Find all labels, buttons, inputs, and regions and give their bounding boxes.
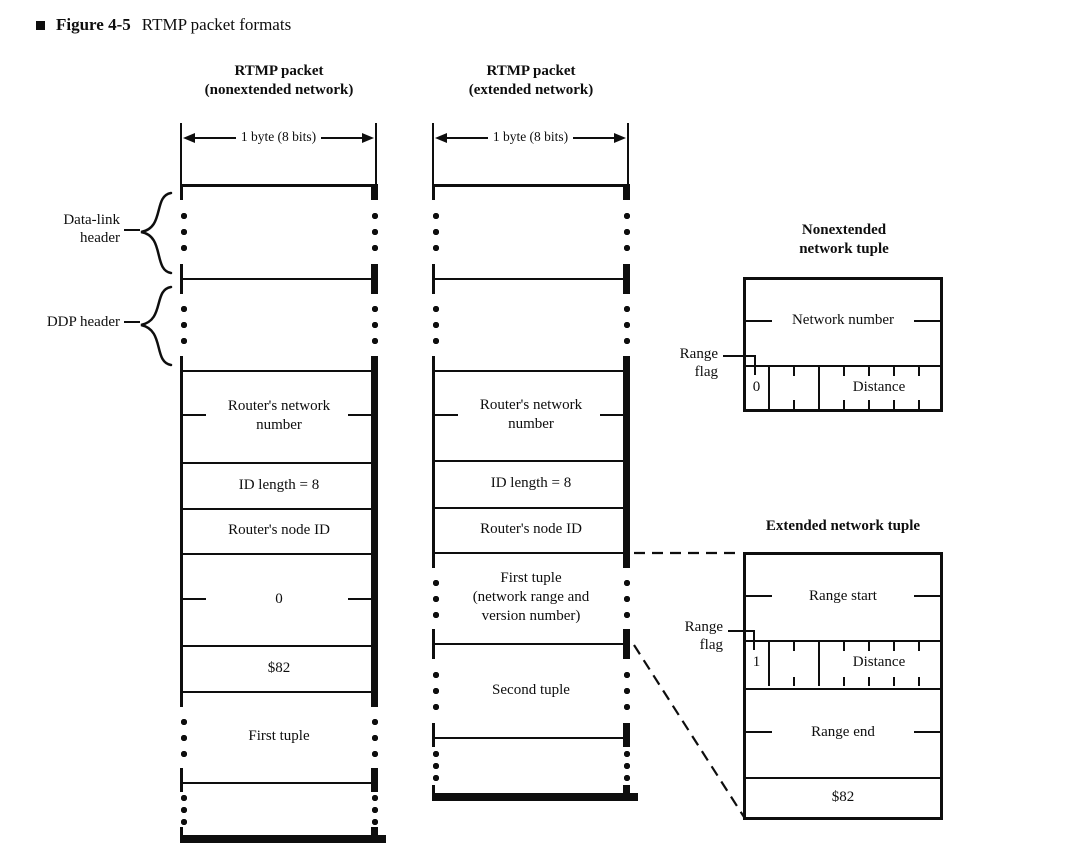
packet-bottom-shadow <box>180 835 386 843</box>
datalink-header-section <box>432 186 631 278</box>
packet-right-shadow <box>623 370 630 554</box>
byte-width-label: 1 byte (8 bits) <box>492 129 569 144</box>
dashed-callout-bottom <box>633 644 745 818</box>
ellipsis-dots <box>622 574 631 623</box>
first-tuple-section <box>432 554 631 643</box>
tuple-range-start: Range start <box>809 588 877 604</box>
row-zero: 0 <box>275 591 283 607</box>
arrowhead-left-icon <box>435 133 447 143</box>
row-network-number: Router's network number <box>479 397 583 432</box>
row-node-id: Router's node ID <box>480 521 582 537</box>
packet-top-edge <box>180 184 378 187</box>
row-first-tuple: First tuple <box>248 728 310 744</box>
first-tuple-section <box>180 693 379 782</box>
tuple-distance: Distance <box>852 379 906 395</box>
ellipsis-dots <box>622 301 631 349</box>
tuple-range-end: Range end <box>811 724 875 740</box>
nonextended-tuple-title: Nonextended network tuple <box>799 222 889 257</box>
ellipsis-dots <box>432 667 440 715</box>
extended-tuple-box <box>743 552 943 820</box>
ddp-pointer-line <box>124 321 140 323</box>
figure-caption: Figure 4-5 RTMP packet formats <box>36 15 291 35</box>
ellipsis-dots <box>180 208 188 256</box>
ellipsis-dots <box>622 208 631 256</box>
packet-top-edge <box>432 184 630 187</box>
ellipsis-dots <box>180 791 188 828</box>
range-flag-label: Range flag <box>679 346 718 380</box>
ellipsis-dots <box>432 574 440 623</box>
ddp-header-section <box>432 280 631 370</box>
trailing-section <box>432 739 631 793</box>
second-tuple-section <box>432 645 631 737</box>
arrow-end-bar <box>627 123 629 184</box>
ellipsis-dots <box>432 301 440 349</box>
ellipsis-dots <box>370 301 379 349</box>
figure-number: Figure 4-5 <box>56 15 131 34</box>
ellipsis-dots <box>370 208 379 256</box>
arrow-end-bar <box>180 123 182 184</box>
byte-width-arrow: 1 byte (8 bits) <box>183 129 374 146</box>
ellipsis-dots <box>622 748 631 784</box>
range-flag-label: Range flag <box>684 619 723 653</box>
trailing-section <box>180 784 379 835</box>
ellipsis-dots <box>180 713 188 762</box>
range-flag-pointer <box>723 355 756 357</box>
packet-bottom-shadow <box>432 793 638 801</box>
packet-left-edge <box>432 370 435 554</box>
ellipsis-dots <box>370 791 379 828</box>
datalink-header-section <box>180 186 379 278</box>
ddp-header-section <box>180 280 379 370</box>
square-bullet-icon <box>36 20 45 30</box>
arrowhead-left-icon <box>183 133 195 143</box>
range-flag-pointer <box>728 630 755 632</box>
packet-left-edge <box>180 370 183 693</box>
arrowhead-right-icon <box>362 133 374 143</box>
row-second-tuple: Second tuple <box>492 682 570 698</box>
datalink-pointer-line <box>124 229 140 231</box>
arrow-end-bar <box>375 123 377 184</box>
row-network-number: Router's network number <box>227 398 331 433</box>
range-flag-pointer <box>753 630 755 650</box>
ellipsis-dots <box>432 208 440 256</box>
row-version: $82 <box>267 660 291 676</box>
range-flag-bit: 1 <box>752 654 761 670</box>
byte-width-arrow: 1 byte (8 bits) <box>435 129 626 146</box>
ddp-header-label: DDP header <box>46 314 120 330</box>
datalink-brace <box>140 191 173 275</box>
ellipsis-dots <box>622 667 631 715</box>
extended-packet-title: RTMP packet (extended network) <box>468 63 594 98</box>
packet-right-shadow <box>371 370 378 693</box>
row-id-length: ID length = 8 <box>490 475 572 491</box>
arrowhead-right-icon <box>614 133 626 143</box>
tuple-network-number: Network number <box>791 312 895 328</box>
row-id-length: ID length = 8 <box>238 477 320 493</box>
datalink-header-label: Data-link header <box>63 212 120 246</box>
tuple-version: $82 <box>831 789 855 805</box>
ellipsis-dots <box>432 748 440 784</box>
row-first-tuple: First tuple (network range and version n… <box>472 570 590 624</box>
range-flag-bit: 0 <box>752 379 761 395</box>
tuple-distance: Distance <box>852 654 906 670</box>
row-node-id: Router's node ID <box>228 522 330 538</box>
left-packet-title: RTMP packet (nonextended network) <box>204 63 354 98</box>
range-flag-pointer <box>754 355 756 375</box>
ddp-brace <box>140 285 173 367</box>
arrow-end-bar <box>432 123 434 184</box>
ellipsis-dots <box>180 301 188 349</box>
nonextended-tuple-box <box>743 277 943 412</box>
ellipsis-dots <box>370 713 379 762</box>
extended-tuple-title: Extended network tuple <box>765 518 921 534</box>
figure-title: RTMP packet formats <box>141 15 292 34</box>
byte-width-label: 1 byte (8 bits) <box>240 129 317 144</box>
